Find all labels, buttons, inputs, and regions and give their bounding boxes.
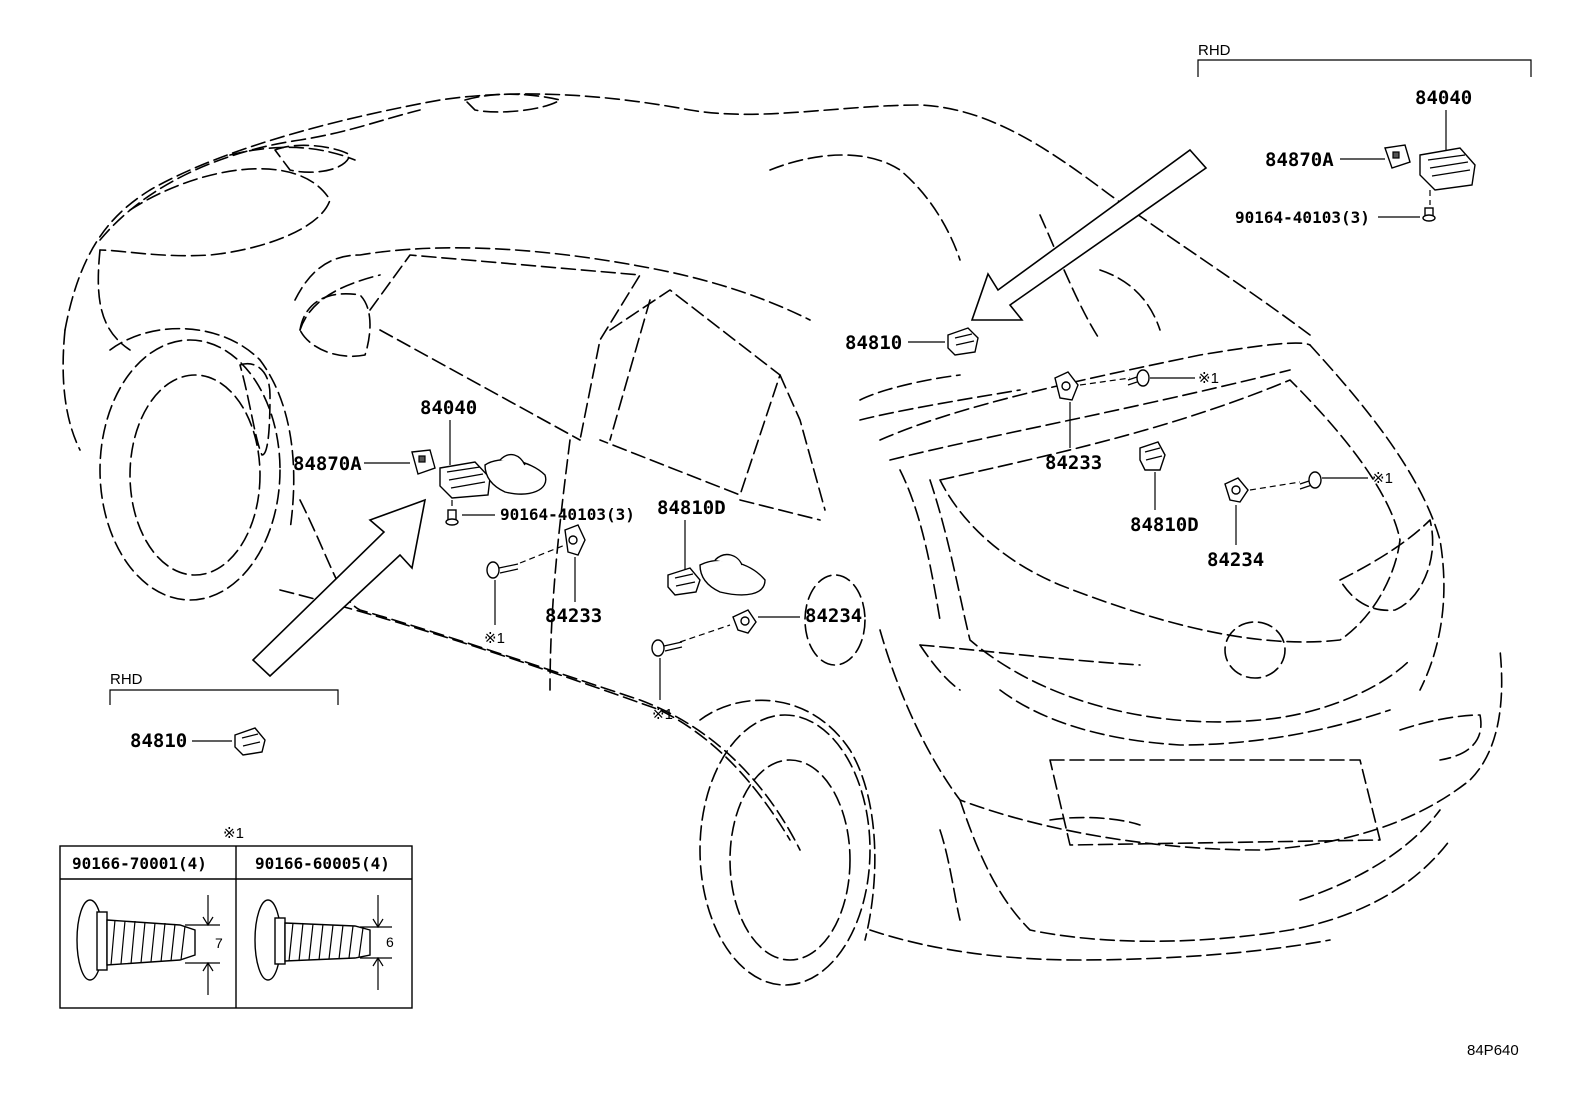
screw-part-number: 90164-40103(3) [1235, 208, 1370, 227]
rhd-top-group: RHD 84040 84870A 90164-40103(3) [1197, 42, 1532, 227]
table-header-col2: 90166-60005(4) [255, 854, 390, 873]
striker-84234-right-icon [1224, 477, 1249, 503]
switch-84810d-right-icon [1139, 441, 1166, 471]
striker-84233-right-icon [1054, 371, 1079, 401]
direction-arrow-left [251, 498, 427, 678]
bolt-60005-icon [254, 895, 392, 990]
bolt-right-b-icon [1299, 471, 1322, 490]
rhd-bottom-group: RHD 84810 [109, 671, 339, 756]
ref-mark-left-a: ※1 [484, 630, 505, 647]
part-number-84234-left: 84234 [805, 605, 862, 627]
car-body-outline [62, 93, 1503, 986]
table-ref-mark: ※1 [223, 825, 244, 842]
dimension-label-1: 7 [215, 935, 223, 951]
ref-mark-right-a: ※1 [1198, 370, 1219, 387]
direction-arrow-top [970, 148, 1208, 321]
part-number-84870a-left: 84870A [293, 453, 362, 475]
bolt-70001-icon [76, 895, 220, 995]
window-switch-84040-icon [1419, 147, 1476, 191]
connector-84870a-icon [1384, 144, 1411, 169]
part-number-84810: 84810 [845, 332, 902, 354]
window-switch-84040-left-icon [439, 461, 491, 499]
switch-84810d-left-icon [667, 567, 701, 596]
part-number-84234-right: 84234 [1207, 549, 1264, 571]
rhd-label: RHD [1198, 42, 1231, 59]
part-number-84810-bottom: 84810 [130, 730, 187, 752]
striker-84234-left-icon [732, 609, 757, 634]
drawing-number: 84P640 [1467, 1042, 1519, 1059]
striker-84233-left-icon [564, 524, 586, 556]
bolt-left-a-icon [486, 561, 519, 579]
screw-part-number-left: 90164-40103(3) [500, 505, 635, 524]
part-number-84870a: 84870A [1265, 149, 1334, 171]
rhd-label-bottom: RHD [110, 671, 143, 688]
switch-84810-bottom-icon [234, 727, 266, 756]
screw-icon [1422, 207, 1436, 222]
part-number-84810d-right: 84810D [1130, 514, 1199, 536]
switch-84810-icon [947, 327, 979, 356]
right-door-group: ※1 84233 84810D ※1 84234 [1045, 369, 1393, 571]
door-handle-left-icon [484, 453, 547, 495]
dimension-label-2: 6 [386, 934, 394, 950]
part-number-84810d-left: 84810D [657, 497, 726, 519]
connector-84870a-left-icon [411, 449, 436, 475]
left-door-group: 84040 84870A 90164-40103(3) [293, 397, 862, 723]
table-header-col1: 90166-70001(4) [72, 854, 207, 873]
door-handle-rear-left-icon [699, 553, 766, 596]
part-number-84040-left: 84040 [420, 397, 477, 419]
fastener-table: ※1 90166-70001(4) 90166-60005(4) 7 [59, 825, 413, 1009]
part-number-84233-left: 84233 [545, 605, 602, 627]
bolt-left-b-icon [651, 639, 683, 657]
ref-mark-left-b: ※1 [652, 706, 673, 723]
part-number-84233-right: 84233 [1045, 452, 1102, 474]
part-number-84040: 84040 [1415, 87, 1472, 109]
bolt-right-a-icon [1127, 369, 1150, 387]
screw-left-icon [445, 509, 459, 526]
ref-mark-right-b: ※1 [1372, 470, 1393, 487]
center-84810-group: 84810 [845, 327, 979, 356]
